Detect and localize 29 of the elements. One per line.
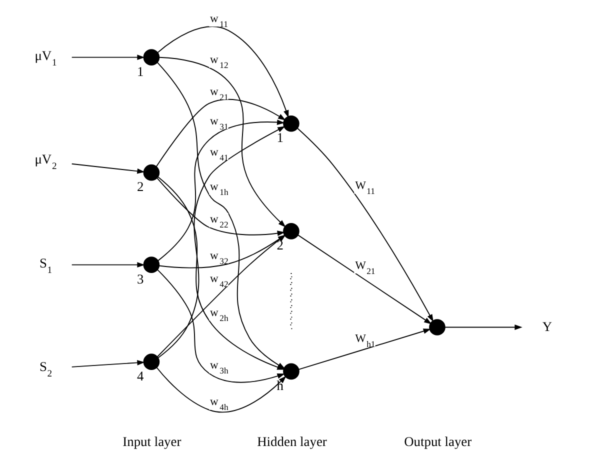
node-text: μV$_{2}$: [34, 152, 57, 172]
node-text: Y: [542, 318, 552, 334]
node-label: h: [276, 378, 284, 393]
label: Output layer: [404, 434, 472, 450]
edge-label: w$_{22}$: [210, 214, 228, 230]
edge-label: W$_{11}$: [355, 180, 375, 196]
edge-label: w$_{4h}$: [210, 396, 228, 412]
node-text: S$_{2}$: [40, 359, 52, 380]
node-text: μV$_{1}$: [34, 48, 57, 68]
edge-label: w$_{3h}$: [210, 360, 228, 376]
node-label: 1: [137, 64, 144, 79]
edge-label: w$_{32}$: [210, 250, 228, 266]
label: Hidden layer: [257, 434, 327, 450]
edge-label: w$_{1h}$: [210, 180, 228, 197]
edge-label: w$_{21}$: [210, 86, 228, 102]
node-label: 3: [137, 271, 144, 286]
edge-label: w$_{11}$: [210, 12, 228, 29]
edge-label: w$_{42}$: [210, 273, 228, 290]
edge-label: W$_{21}$: [355, 260, 376, 276]
node-label: 2: [276, 238, 284, 253]
node-label: 4: [137, 368, 144, 384]
node-label: 2: [137, 179, 144, 194]
node-label: 1: [276, 130, 284, 146]
edge-label: w$_{12}$: [210, 54, 228, 70]
label: Input layer: [122, 434, 182, 450]
edge-label: w$_{2h}$: [210, 306, 228, 323]
node-text: S$_{1}$: [40, 255, 52, 276]
edge-label: w$_{41}$: [210, 146, 228, 162]
edge-label: w$_{31}$: [210, 116, 228, 132]
